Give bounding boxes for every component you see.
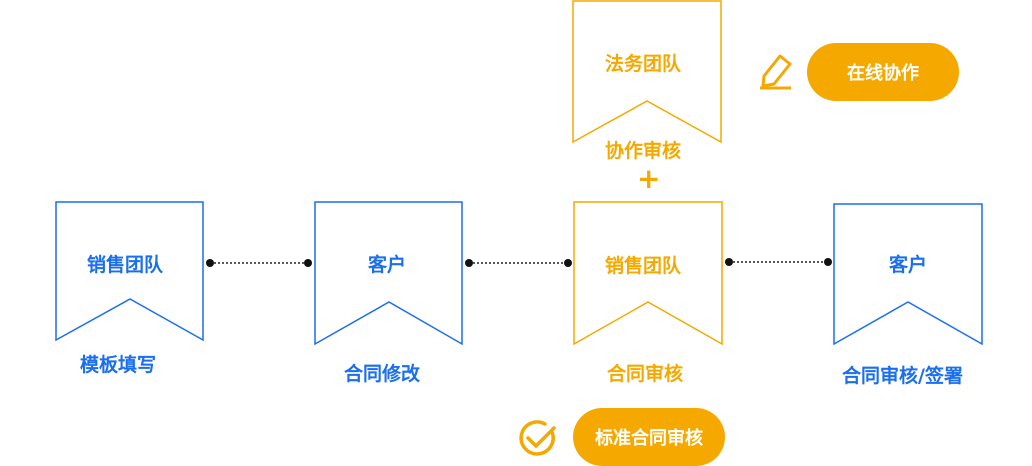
sales-team-title: 销售团队 [87, 254, 164, 276]
standard-review-badge: 标准合同审核 [573, 408, 725, 466]
connectors [206, 258, 832, 267]
client-2-banner [833, 203, 983, 346]
check-circle-icon [519, 420, 556, 456]
sales-review-action: 合同审核 [607, 363, 684, 385]
client-1-title: 客户 [368, 254, 407, 276]
client-2-title: 客户 [889, 254, 928, 276]
sales-review-title: 销售团队 [605, 255, 682, 277]
client-2-action: 合同审核/签署 [842, 365, 963, 387]
legal-team-banner [572, 0, 722, 144]
connector-2-start-dot [465, 259, 473, 267]
connector-3-start-dot [725, 258, 733, 266]
legal-team-action: 协作审核 [605, 140, 682, 162]
pencil-icon [760, 54, 792, 90]
collab-badge: 在线协作 [807, 43, 959, 101]
connector-2-end-dot [564, 259, 572, 267]
client-1-banner [314, 201, 463, 346]
legal-team-title: 法务团队 [605, 53, 682, 75]
client-1-action: 合同修改 [344, 363, 421, 385]
connector-3-end-dot [824, 258, 832, 266]
sales-review-banner [573, 201, 723, 346]
sales-team-banner [55, 201, 204, 342]
connector-1-start-dot [206, 259, 214, 267]
sales-team-action: 模板填写 [80, 354, 157, 376]
plus-sign: + [637, 162, 661, 195]
connector-1-end-dot [304, 259, 312, 267]
